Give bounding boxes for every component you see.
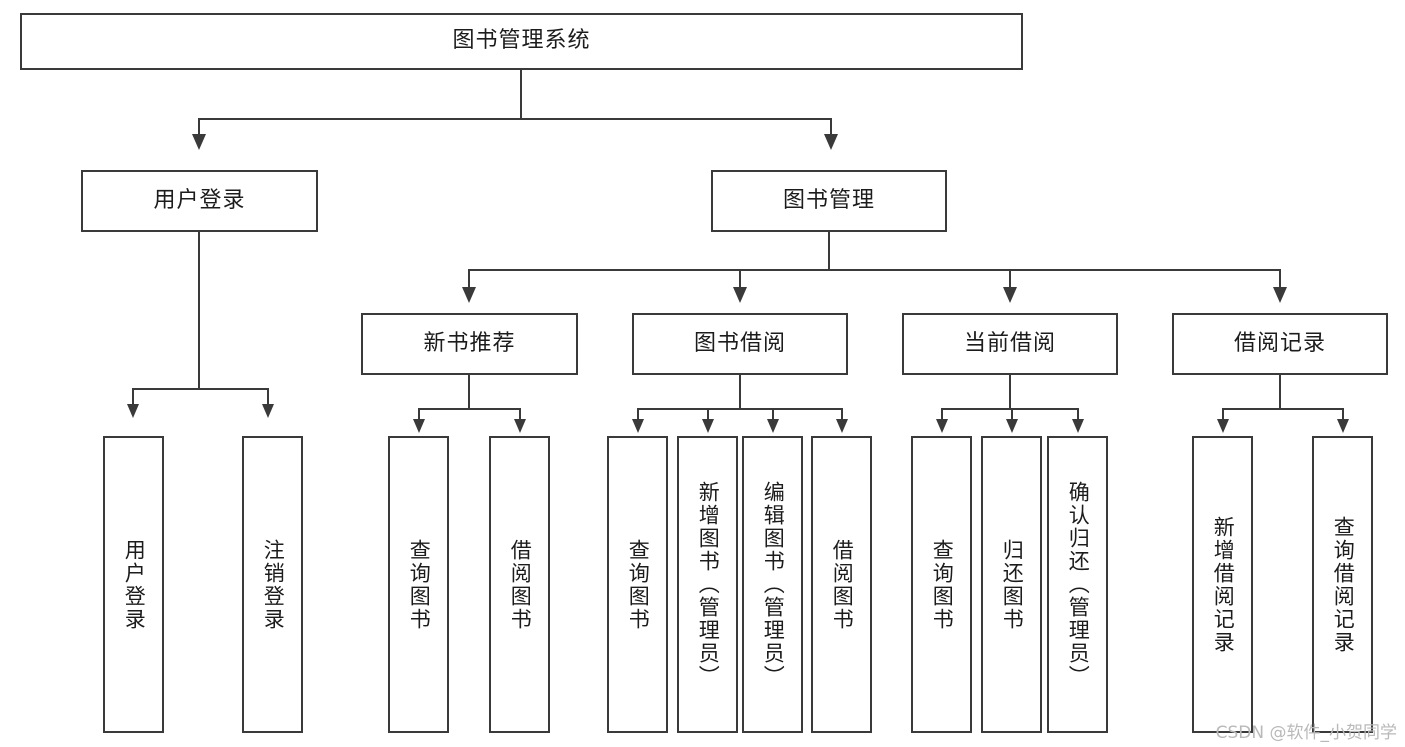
edge-root-drop-book bbox=[830, 118, 832, 136]
arrow-to-user-login bbox=[192, 134, 206, 150]
edge-bb-bus bbox=[637, 408, 842, 410]
edge-bm-drop-4 bbox=[1279, 269, 1281, 289]
leaf-query-book-2-label: 查询图书 bbox=[626, 538, 651, 631]
node-root-system[interactable]: 图书管理系统 bbox=[20, 13, 1023, 70]
node-user-login[interactable]: 用户登录 bbox=[81, 170, 318, 232]
edge-bm-drop-1 bbox=[468, 269, 470, 289]
leaf-borrow-book-2-label: 借阅图书 bbox=[830, 538, 855, 631]
edge-nbr-drop-1 bbox=[418, 408, 420, 421]
leaf-borrow-book-2[interactable]: 借阅图书 bbox=[811, 436, 872, 733]
leaf-return-book-label: 归还图书 bbox=[1000, 538, 1025, 631]
edge-br-drop-1 bbox=[1222, 408, 1224, 421]
node-current-borrow[interactable]: 当前借阅 bbox=[902, 313, 1118, 375]
arrow-to-current-borrow bbox=[1003, 287, 1017, 303]
node-book-management-label: 图书管理 bbox=[782, 187, 875, 213]
leaf-add-book[interactable]: 新增图书（管理员） bbox=[677, 436, 738, 733]
edge-bb-drop-4 bbox=[841, 408, 843, 421]
leaf-borrow-book-1[interactable]: 借阅图书 bbox=[489, 436, 550, 733]
edge-user-login-drop-2 bbox=[267, 388, 269, 406]
edge-book-management-bus bbox=[468, 269, 1280, 271]
edge-bb-drop-3 bbox=[772, 408, 774, 421]
node-book-borrow[interactable]: 图书借阅 bbox=[632, 313, 848, 375]
arrow-to-leaf-borrow-book-2 bbox=[836, 419, 848, 433]
edge-bb-drop-1 bbox=[637, 408, 639, 421]
leaf-user-login[interactable]: 用户登录 bbox=[103, 436, 164, 733]
leaf-logout[interactable]: 注销登录 bbox=[242, 436, 303, 733]
arrow-to-leaf-edit-book bbox=[767, 419, 779, 433]
arrow-to-leaf-query-book-1 bbox=[413, 419, 425, 433]
arrow-to-leaf-return-book bbox=[1006, 419, 1018, 433]
edge-user-login-bus bbox=[132, 388, 268, 390]
node-borrow-record-label: 借阅记录 bbox=[1233, 330, 1326, 356]
edge-bm-drop-3 bbox=[1009, 269, 1011, 289]
leaf-query-book-1[interactable]: 查询图书 bbox=[388, 436, 449, 733]
edge-nbr-drop-2 bbox=[519, 408, 521, 421]
edge-root-drop-user bbox=[198, 118, 200, 136]
edge-cb-stem bbox=[1009, 375, 1011, 410]
edge-root-bus bbox=[198, 118, 832, 120]
edge-br-stem bbox=[1279, 375, 1281, 410]
arrow-to-leaf-borrow-book-1 bbox=[514, 419, 526, 433]
arrow-to-leaf-query-record bbox=[1337, 419, 1349, 433]
leaf-query-record[interactable]: 查询借阅记录 bbox=[1312, 436, 1373, 733]
leaf-confirm-return[interactable]: 确认归还（管理员） bbox=[1047, 436, 1108, 733]
leaf-query-record-label: 查询借阅记录 bbox=[1331, 515, 1356, 654]
leaf-user-login-label: 用户登录 bbox=[122, 538, 147, 631]
edge-user-login-stem bbox=[198, 232, 200, 390]
leaf-query-book-3[interactable]: 查询图书 bbox=[911, 436, 972, 733]
arrow-to-leaf-confirm-return bbox=[1072, 419, 1084, 433]
edge-cb-drop-3 bbox=[1077, 408, 1079, 421]
edge-bb-stem bbox=[739, 375, 741, 410]
arrow-to-leaf-logout bbox=[262, 404, 274, 418]
node-book-management[interactable]: 图书管理 bbox=[711, 170, 947, 232]
edge-br-bus bbox=[1222, 408, 1343, 410]
edge-cb-bus bbox=[941, 408, 1078, 410]
node-root-label: 图书管理系统 bbox=[452, 28, 591, 54]
leaf-add-book-label: 新增图书（管理员） bbox=[696, 481, 721, 688]
leaf-query-book-3-label: 查询图书 bbox=[930, 538, 955, 631]
edge-bb-drop-2 bbox=[707, 408, 709, 421]
edge-cb-drop-2 bbox=[1011, 408, 1013, 421]
leaf-add-record-label: 新增借阅记录 bbox=[1211, 515, 1236, 654]
edge-nbr-bus bbox=[418, 408, 520, 410]
leaf-query-book-2[interactable]: 查询图书 bbox=[607, 436, 668, 733]
arrow-to-leaf-query-book-2 bbox=[632, 419, 644, 433]
node-user-login-label: 用户登录 bbox=[153, 187, 246, 213]
edge-cb-drop-1 bbox=[941, 408, 943, 421]
arrow-to-leaf-add-book bbox=[702, 419, 714, 433]
arrow-to-new-book-recommend bbox=[462, 287, 476, 303]
node-borrow-record[interactable]: 借阅记录 bbox=[1172, 313, 1388, 375]
edge-bm-drop-2 bbox=[739, 269, 741, 289]
node-new-book-recommend[interactable]: 新书推荐 bbox=[361, 313, 578, 375]
arrow-to-book-borrow bbox=[733, 287, 747, 303]
leaf-edit-book-label: 编辑图书（管理员） bbox=[761, 481, 786, 688]
edge-br-drop-2 bbox=[1342, 408, 1344, 421]
leaf-query-book-1-label: 查询图书 bbox=[407, 538, 432, 631]
edge-nbr-stem bbox=[468, 375, 470, 410]
edge-root-stem bbox=[520, 70, 522, 119]
node-book-borrow-label: 图书借阅 bbox=[693, 330, 786, 356]
node-current-borrow-label: 当前借阅 bbox=[963, 330, 1056, 356]
leaf-edit-book[interactable]: 编辑图书（管理员） bbox=[742, 436, 803, 733]
arrow-to-leaf-query-book-3 bbox=[936, 419, 948, 433]
leaf-confirm-return-label: 确认归还（管理员） bbox=[1066, 481, 1091, 688]
leaf-borrow-book-1-label: 借阅图书 bbox=[508, 538, 533, 631]
leaf-return-book[interactable]: 归还图书 bbox=[981, 436, 1042, 733]
edge-book-management-stem bbox=[828, 232, 830, 270]
arrow-to-borrow-record bbox=[1273, 287, 1287, 303]
arrow-to-book-management bbox=[824, 134, 838, 150]
leaf-logout-label: 注销登录 bbox=[261, 538, 286, 631]
node-new-book-recommend-label: 新书推荐 bbox=[423, 330, 516, 356]
arrow-to-leaf-user-login bbox=[127, 404, 139, 418]
edge-user-login-drop-1 bbox=[132, 388, 134, 406]
arrow-to-leaf-add-record bbox=[1217, 419, 1229, 433]
leaf-add-record[interactable]: 新增借阅记录 bbox=[1192, 436, 1253, 733]
